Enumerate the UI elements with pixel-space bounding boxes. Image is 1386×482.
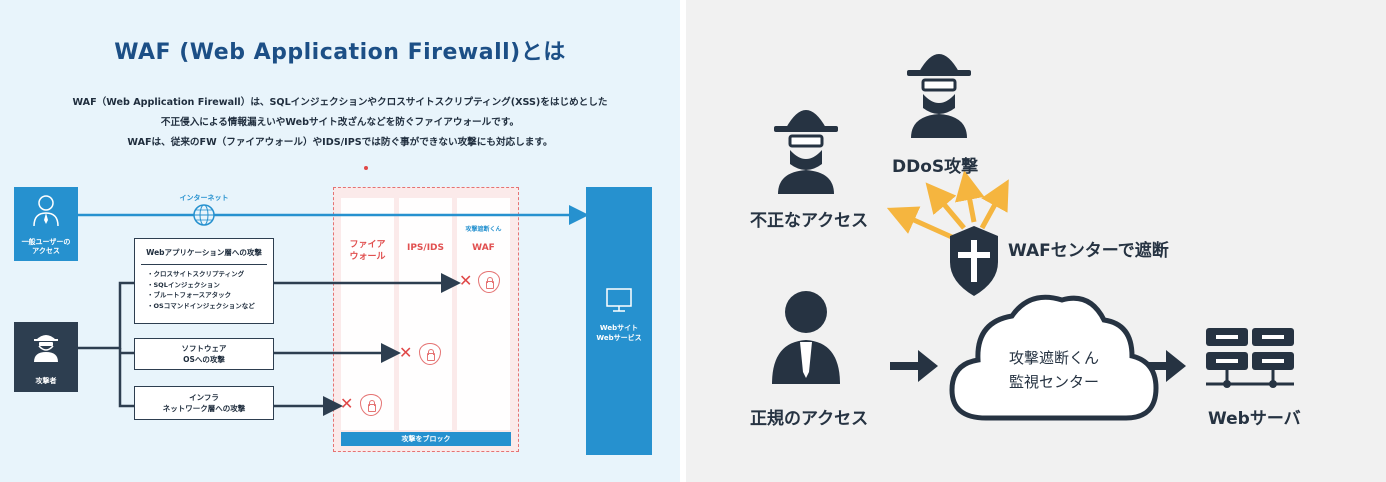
firewall-column xyxy=(341,198,394,430)
x-mark-icon: ✕ xyxy=(459,271,473,290)
ddos-label: DDoS攻撃 xyxy=(892,157,979,177)
ips-column xyxy=(399,198,452,430)
x-mark-icon: ✕ xyxy=(399,343,413,362)
user-icon xyxy=(33,195,59,227)
server-label-1: Webサイト xyxy=(599,324,639,332)
waf-center-label: WAFセンターで遮断 xyxy=(1008,241,1169,261)
hacker-icon xyxy=(907,54,971,138)
firewall-column-header: ファイアウォール xyxy=(349,240,386,262)
lock-icon xyxy=(419,343,441,365)
lock-icon xyxy=(360,394,382,416)
server-box: Webサイト Webサービス xyxy=(586,187,652,455)
internet-label: インターネット xyxy=(179,194,229,202)
list-item: ・ブルートフォースアタック xyxy=(147,291,232,299)
monitor-icon xyxy=(606,288,632,312)
list-item: ・クロスサイトスクリプティング xyxy=(147,270,245,278)
waf-column xyxy=(457,198,510,430)
user-box: 一般ユーザーの アクセス xyxy=(14,187,78,261)
waf-column-header: WAF xyxy=(472,243,495,253)
user-label-2: アクセス xyxy=(32,247,60,255)
list-item: ・SQLインジェクション xyxy=(147,280,220,289)
description-line-3: WAFは、従来のFW（ファイアウォール）やIDS/IPSでは防ぐ事ができない攻撃… xyxy=(127,137,553,148)
infra-attack-line-2: ネットワーク層への攻撃 xyxy=(162,404,246,413)
server-label-2: Webサービス xyxy=(596,334,642,342)
os-attack-box: ソフトウェア OSへの攻撃 xyxy=(134,338,274,370)
waf-center-diagram xyxy=(772,54,1294,421)
infra-attack-box: インフラ ネットワーク層への攻撃 xyxy=(134,386,274,420)
web-server-label: Webサーバ xyxy=(1208,409,1301,429)
description-line-2: 不正侵入による情報漏えいやWebサイト改ざんなどを防ぐファイアウォールです。 xyxy=(160,117,520,128)
waf-center-panel: 不正なアクセス DDoS攻撃 WAFセンターで遮断 正規のアクセス 攻撃遮断くん… xyxy=(686,0,1386,482)
hacker-icon xyxy=(774,110,838,194)
lock-icon xyxy=(478,271,500,293)
unauthorized-access-label: 不正なアクセス xyxy=(750,211,869,231)
arrow-icon xyxy=(1126,350,1186,382)
attacker-box: 攻撃者 xyxy=(14,322,78,392)
red-dot xyxy=(364,166,368,170)
os-attack-line-2: OSへの攻撃 xyxy=(183,355,225,364)
os-attack-line-1: ソフトウェア xyxy=(181,344,227,353)
server-icon xyxy=(1206,328,1294,388)
webapp-attack-title: Webアプリケーション層への攻撃 xyxy=(146,248,262,257)
attacker-icon xyxy=(34,335,58,362)
waf-explainer-panel: WAF (Web Application Firewall)とは WAF（Web… xyxy=(0,0,680,482)
block-banner: 攻撃をブロック xyxy=(341,432,511,446)
user-label-1: 一般ユーザーの xyxy=(21,238,71,246)
cloud-label: 攻撃遮断くん 監視センター xyxy=(974,346,1134,394)
attacker-label: 攻撃者 xyxy=(35,377,57,385)
flow-lines xyxy=(78,204,589,416)
webapp-attack-list: ・クロスサイトスクリプティング ・SQLインジェクション ・ブルートフォースアタ… xyxy=(135,269,273,311)
deflected-attack-arrows xyxy=(886,170,1009,241)
page-title: WAF (Web Application Firewall)とは xyxy=(114,40,566,65)
x-mark-icon: ✕ xyxy=(340,394,354,413)
user-icon xyxy=(772,291,840,384)
cloud-label-line-2: 監視センター xyxy=(1008,373,1099,391)
shield-icon xyxy=(950,226,998,296)
legit-access-label: 正規のアクセス xyxy=(750,409,869,429)
description-line-1: WAF（Web Application Firewall）は、SQLインジェクシ… xyxy=(72,97,608,108)
ips-column-header: IPS/IDS xyxy=(406,243,444,253)
webapp-attack-box: Webアプリケーション層への攻撃 ・クロスサイトスクリプティング ・SQLインジ… xyxy=(134,238,274,324)
cloud-label-line-1: 攻撃遮断くん xyxy=(1008,349,1099,367)
infra-attack-line-1: インフラ xyxy=(189,393,219,402)
list-item: ・OSコマンドインジェクションなど xyxy=(147,301,255,310)
arrow-icon xyxy=(890,350,938,382)
divider xyxy=(141,264,267,265)
cloud-icon xyxy=(949,294,1159,421)
brand-label: 攻撃遮断くん xyxy=(465,226,502,233)
